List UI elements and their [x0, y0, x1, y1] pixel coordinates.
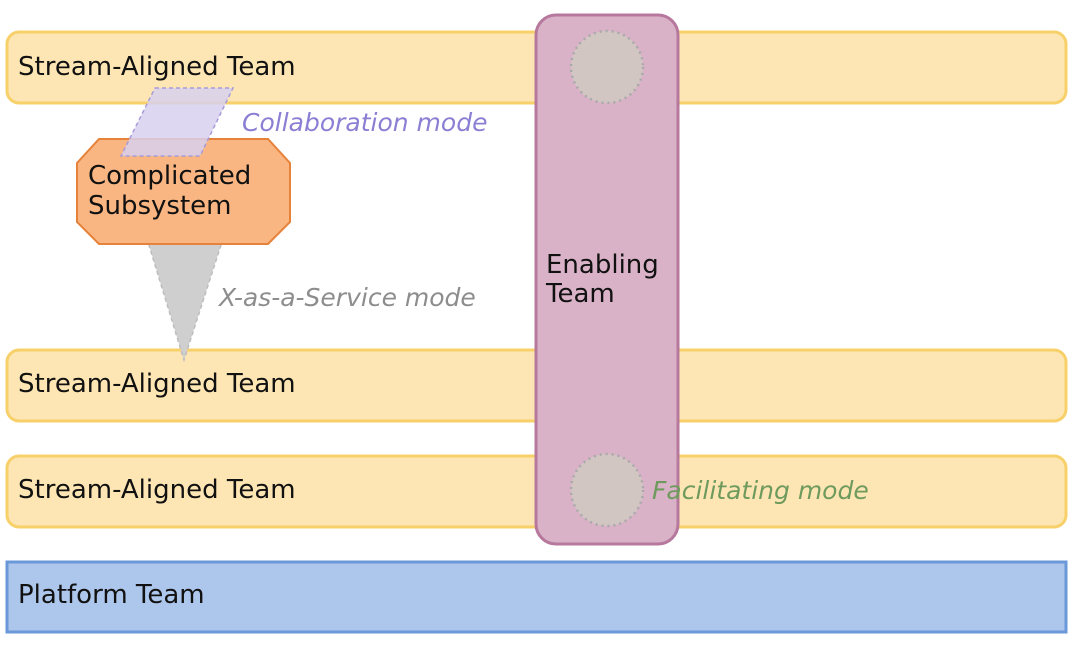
facilitating-circle-top: [569, 29, 645, 105]
platform-team-bar: [5, 560, 1068, 634]
enabling-team-label: Enabling Team: [545, 250, 667, 309]
xaas-mode-label: X-as-a-Service mode: [217, 283, 476, 312]
facilitating-circle-bottom: [569, 452, 645, 528]
stream-aligned-team-bottom-label: Stream-Aligned Team: [18, 475, 296, 505]
xaas-interaction-shape: [146, 241, 224, 363]
complicated-subsystem-shape: [76, 138, 291, 245]
collaboration-mode-label: Collaboration mode: [242, 108, 487, 137]
enabling-team-bar: [534, 13, 680, 546]
stream-aligned-team-top-label: Stream-Aligned Team: [18, 52, 296, 82]
collaboration-interaction-shape: [119, 87, 235, 157]
platform-team-label: Platform Team: [18, 580, 205, 610]
stream-aligned-team-middle-label: Stream-Aligned Team: [18, 369, 296, 399]
complicated-subsystem-label: Complicated Subsystem: [88, 161, 260, 221]
facilitating-mode-label: Facilitating mode: [652, 476, 869, 505]
